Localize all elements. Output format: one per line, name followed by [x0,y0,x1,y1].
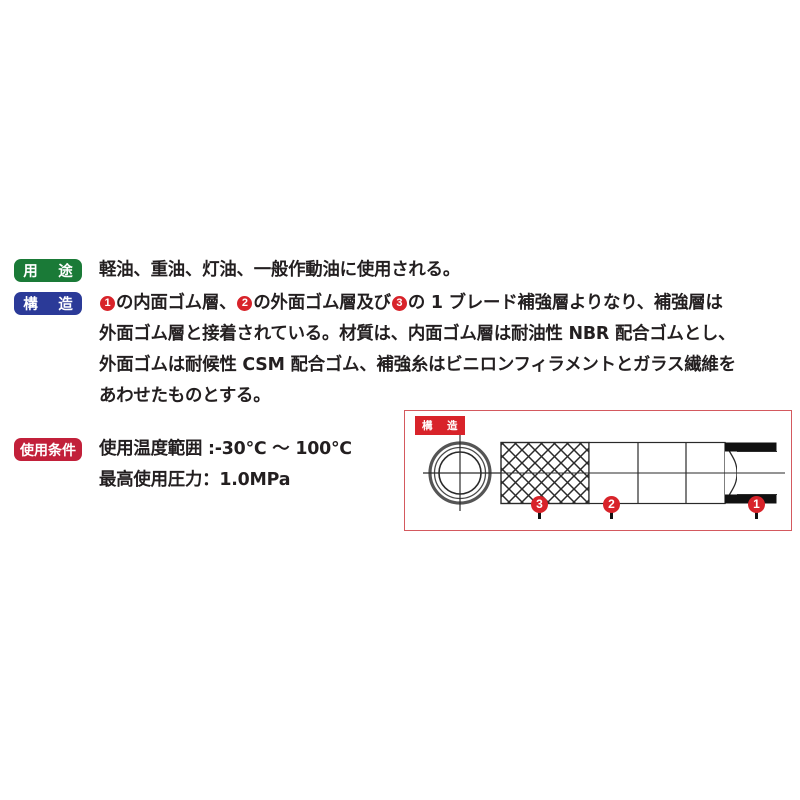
structure-line-2: 外面ゴム層と接着されている。材質は、内面ゴム層は耐油性 NBR 配合ゴムとし、 [99,324,736,344]
application-line-1: 軽油、重油、灯油、一般作動油に使用される。 [99,260,461,280]
badge-structure: 構 造 [14,292,82,315]
badge-application: 用 途 [14,259,82,282]
spec-row-application: 用 途 軽油、重油、灯油、一般作動油に使用される。 [0,255,800,286]
inline-marker-3: 3 [391,296,407,311]
inline-marker-2: 2 [237,296,253,311]
usage-conditions-line-1: 使用温度範囲 :-30℃ ～ 100℃ [99,439,352,459]
structure-line-3: 外面ゴムは耐候性 CSM 配合ゴム、補強糸はビニロンフィラメントとガラス繊維を [99,355,736,375]
structure-diagram: 構 造 [404,410,792,531]
badge-usage-conditions: 使用条件 [14,438,82,461]
structure-line-4: あわせたものとする。 [99,386,271,406]
structure-diagram-caption: 構 造 [415,416,465,435]
hose-cutaway-drawing [423,435,785,519]
marker-2: 2 [603,496,620,513]
usage-conditions-text: 使用温度範囲 :-30℃ ～ 100℃ 最高使用圧力：1.0MPa [99,434,352,496]
inline-marker-1: 1 [100,296,115,311]
crosshair-axis [423,435,501,511]
spec-row-conditions: 使用条件 使用温度範囲 :-30℃ ～ 100℃ 最高使用圧力：1.0MPa [0,434,800,496]
marker-1: 1 [748,496,765,513]
marker-3: 3 [531,496,548,513]
application-text: 軽油、重油、灯油、一般作動油に使用される。 [99,255,460,286]
leader-arrows [533,502,762,519]
usage-conditions-line-2: 最高使用圧力：1.0MPa [99,470,291,490]
